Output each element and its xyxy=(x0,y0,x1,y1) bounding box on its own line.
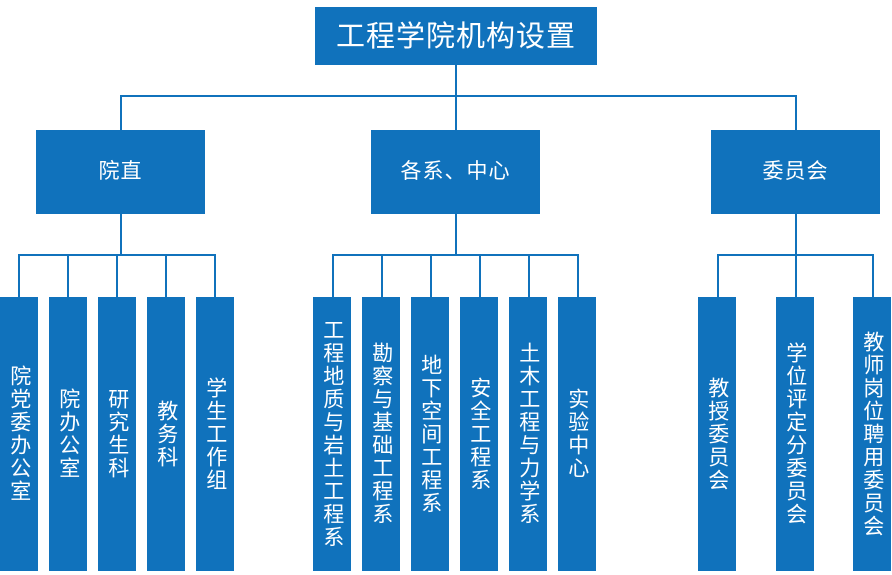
leaf-label: 土木工程与力学系 xyxy=(516,342,541,526)
branch-node-yuanzhi[interactable]: 院直 xyxy=(36,130,205,214)
leaf-label: 学生工作组 xyxy=(203,376,228,492)
connector-group3-stem xyxy=(795,214,797,254)
leaf-label: 地下空间工程系 xyxy=(418,353,443,515)
leaf-label: 院党委办公室 xyxy=(7,365,32,503)
connector-group3-leaf-3 xyxy=(872,254,874,297)
branch-node-committees[interactable]: 委员会 xyxy=(711,130,880,214)
leaf-node-professors-committee[interactable]: 教授委员会 xyxy=(698,297,736,571)
leaf-node-party-office[interactable]: 院党委办公室 xyxy=(0,297,38,571)
connector-drop-group2 xyxy=(455,95,457,130)
connector-group2-stem xyxy=(455,214,457,254)
connector-group2-leaf-3 xyxy=(430,254,432,297)
leaf-node-degree-evaluation-subcommittee[interactable]: 学位评定分委员会 xyxy=(776,297,814,571)
connector-group1-stem xyxy=(120,214,122,254)
leaf-node-college-office[interactable]: 院办公室 xyxy=(49,297,87,571)
leaf-node-faculty-appointment-committee[interactable]: 教师岗位聘用委员会 xyxy=(853,297,891,571)
connector-group2-leaf-6 xyxy=(577,254,579,297)
connector-group2-leaf-1 xyxy=(332,254,334,297)
connector-group1-leaf-4 xyxy=(165,254,167,297)
connector-root-stem xyxy=(455,65,457,95)
leaf-node-experiment-center[interactable]: 实验中心 xyxy=(558,297,596,571)
leaf-label: 研究生科 xyxy=(105,388,130,480)
connector-group2-leaf-5 xyxy=(528,254,530,297)
connector-group2-leaf-2 xyxy=(381,254,383,297)
leaf-node-safety-eng[interactable]: 安全工程系 xyxy=(460,297,498,571)
root-node[interactable]: 工程学院机构设置 xyxy=(315,7,597,65)
connector-group1-leaf-1 xyxy=(18,254,20,297)
connector-drop-group1 xyxy=(120,95,122,130)
leaf-node-academic-affairs[interactable]: 教务科 xyxy=(147,297,185,571)
leaf-node-civil-eng-mechanics[interactable]: 土木工程与力学系 xyxy=(509,297,547,571)
leaf-label: 安全工程系 xyxy=(467,376,492,492)
leaf-label: 实验中心 xyxy=(565,388,590,480)
connector-group3-leaf-2 xyxy=(795,254,797,297)
leaf-label: 院办公室 xyxy=(56,388,81,480)
leaf-label: 教授委员会 xyxy=(705,376,730,492)
leaf-label: 工程地质与岩土工程系 xyxy=(320,319,345,549)
connector-group3-leaf-1 xyxy=(717,254,719,297)
leaf-node-underground-space-eng[interactable]: 地下空间工程系 xyxy=(411,297,449,571)
connector-group2-bus xyxy=(332,254,579,256)
leaf-label: 教务科 xyxy=(154,399,179,469)
branch-node-departments[interactable]: 各系、中心 xyxy=(371,130,540,214)
connector-group1-leaf-3 xyxy=(116,254,118,297)
connector-group1-leaf-2 xyxy=(67,254,69,297)
leaf-node-student-work-group[interactable]: 学生工作组 xyxy=(196,297,234,571)
leaf-label: 学位评定分委员会 xyxy=(783,342,808,526)
connector-level2-bus xyxy=(120,95,796,97)
leaf-node-graduate-section[interactable]: 研究生科 xyxy=(98,297,136,571)
leaf-label: 教师岗位聘用委员会 xyxy=(860,330,885,538)
leaf-node-survey-foundation-eng[interactable]: 勘察与基础工程系 xyxy=(362,297,400,571)
leaf-label: 勘察与基础工程系 xyxy=(369,342,394,526)
connector-group1-leaf-5 xyxy=(214,254,216,297)
connector-group2-leaf-4 xyxy=(479,254,481,297)
leaf-node-eng-geology-geotech[interactable]: 工程地质与岩土工程系 xyxy=(313,297,351,571)
connector-drop-group3 xyxy=(795,95,797,130)
